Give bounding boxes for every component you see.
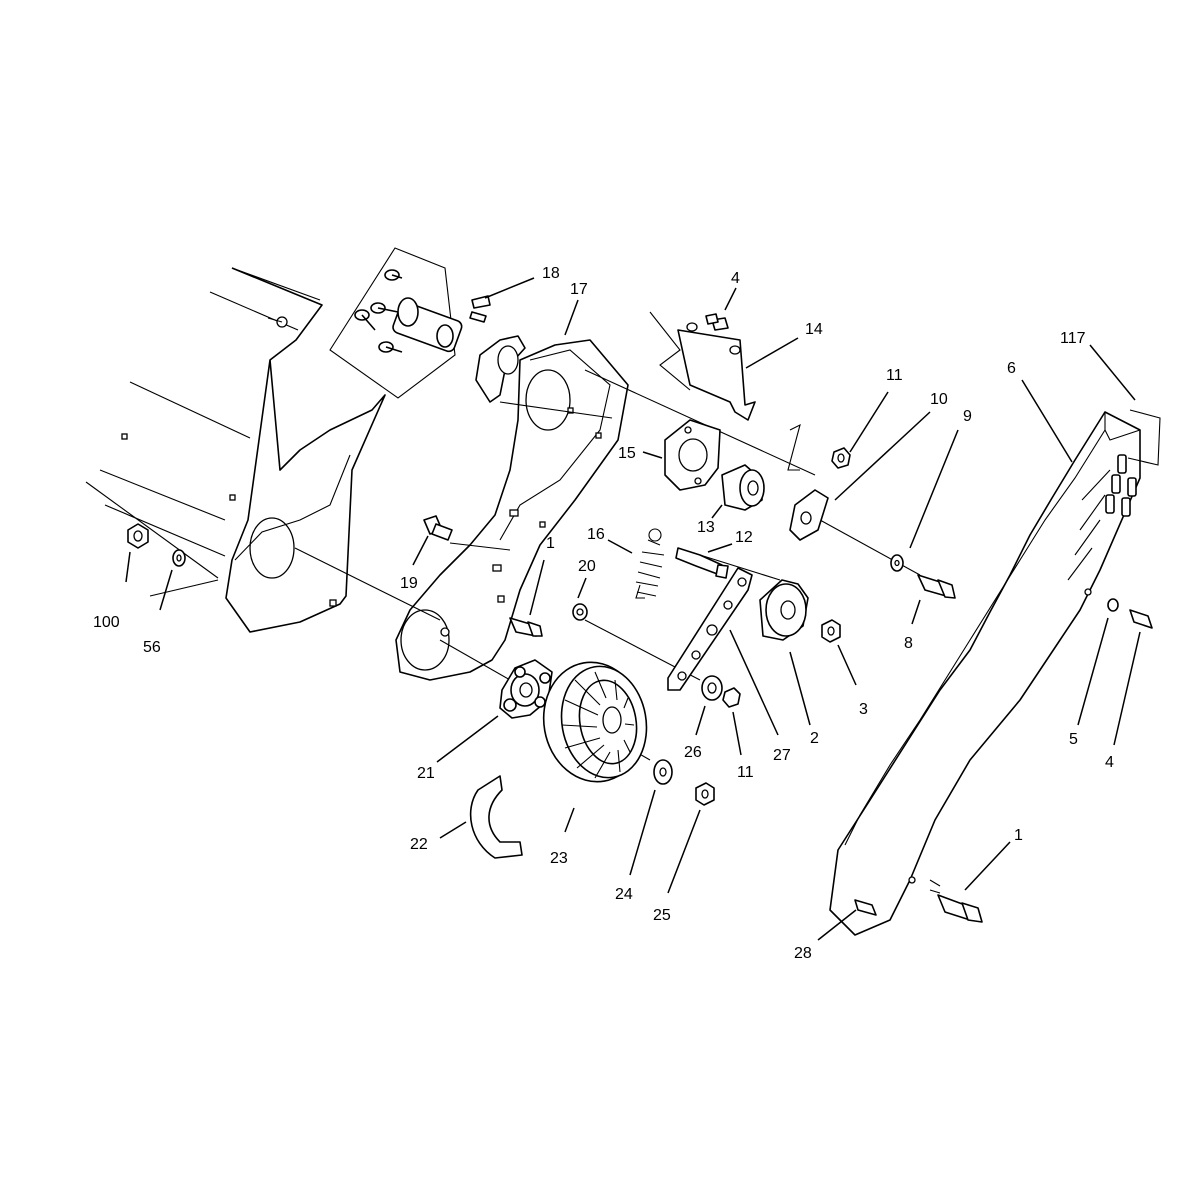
callout-24: 24: [615, 886, 633, 903]
screw-28: [854, 899, 877, 916]
callout-117: 117: [1060, 330, 1086, 347]
callout-1-bottom: 1: [1014, 827, 1023, 844]
callout-20: 20: [578, 558, 596, 575]
callout-27: 27: [773, 747, 791, 764]
belt-cover: [829, 411, 1141, 936]
bolt-4-right: [1129, 609, 1153, 629]
callout-16: 16: [587, 526, 605, 543]
lock-nut-lower: [722, 687, 741, 708]
callout-28: 28: [794, 945, 812, 962]
callout-23: 23: [550, 850, 568, 867]
callout-25: 25: [653, 907, 671, 924]
callout-6: 6: [1007, 360, 1016, 377]
callout-15: 15: [618, 445, 636, 462]
callout-14: 14: [805, 321, 823, 338]
carriage-bolt-19: [423, 515, 453, 541]
leader-lines: [125, 277, 1141, 941]
idler-arm: [667, 567, 753, 691]
belt-cover-bracket: [677, 313, 756, 421]
callout-26: 26: [684, 744, 702, 761]
callout-1-middle: 1: [546, 535, 555, 552]
lock-nut-top: [831, 447, 851, 469]
frame-plate: [395, 339, 629, 681]
washer-20: [572, 603, 588, 621]
bolt-1-bottom: [937, 894, 983, 923]
nut-100: [127, 523, 149, 549]
idler-pulley: [759, 579, 809, 641]
callout-13: 13: [697, 519, 715, 536]
callout-21: 21: [417, 765, 435, 782]
shaft-assembly: [329, 247, 526, 403]
callout-9: 9: [963, 408, 972, 425]
bushing: [721, 464, 765, 511]
warning-label-117: [1127, 409, 1161, 466]
pulley-half: [789, 489, 829, 541]
callout-56: 56: [143, 639, 161, 656]
idler-shaft-12: [675, 547, 729, 579]
callout-8: 8: [904, 635, 913, 652]
bolt-1-middle: [509, 617, 543, 637]
callout-17: 17: [570, 281, 588, 298]
extension-spring: [635, 528, 665, 599]
callout-18: 18: [542, 265, 560, 282]
callout-11-top: 11: [886, 367, 903, 384]
belt-guide: [469, 775, 523, 859]
callout-4-right: 4: [1105, 754, 1114, 771]
hex-nut-3: [821, 619, 841, 643]
auger-housing: [85, 267, 386, 633]
callout-4-top: 4: [731, 270, 740, 287]
callout-11-lower: 11: [737, 764, 754, 781]
washer-24: [653, 759, 673, 785]
bearing-housing: [499, 659, 553, 719]
callout-12: 12: [735, 529, 753, 546]
callout-10: 10: [930, 391, 948, 408]
spacer-26: [701, 675, 723, 701]
washer-56: [172, 549, 186, 567]
hex-nut-25: [695, 782, 715, 806]
callout-labels: 18 17 4 14 117 6 11 10 9 15 13 16 12 20 …: [93, 265, 1114, 962]
washer-5: [1107, 598, 1119, 612]
callout-5: 5: [1069, 731, 1078, 748]
washer-9: [890, 554, 904, 572]
callout-3: 3: [859, 701, 868, 718]
callout-100: 100: [93, 614, 120, 631]
callout-2: 2: [810, 730, 819, 747]
auger-pulley: [542, 661, 648, 783]
bearing-flange: [664, 419, 721, 491]
callout-19: 19: [400, 575, 418, 592]
callout-22: 22: [410, 836, 428, 853]
shoulder-bolt-8: [917, 574, 956, 599]
